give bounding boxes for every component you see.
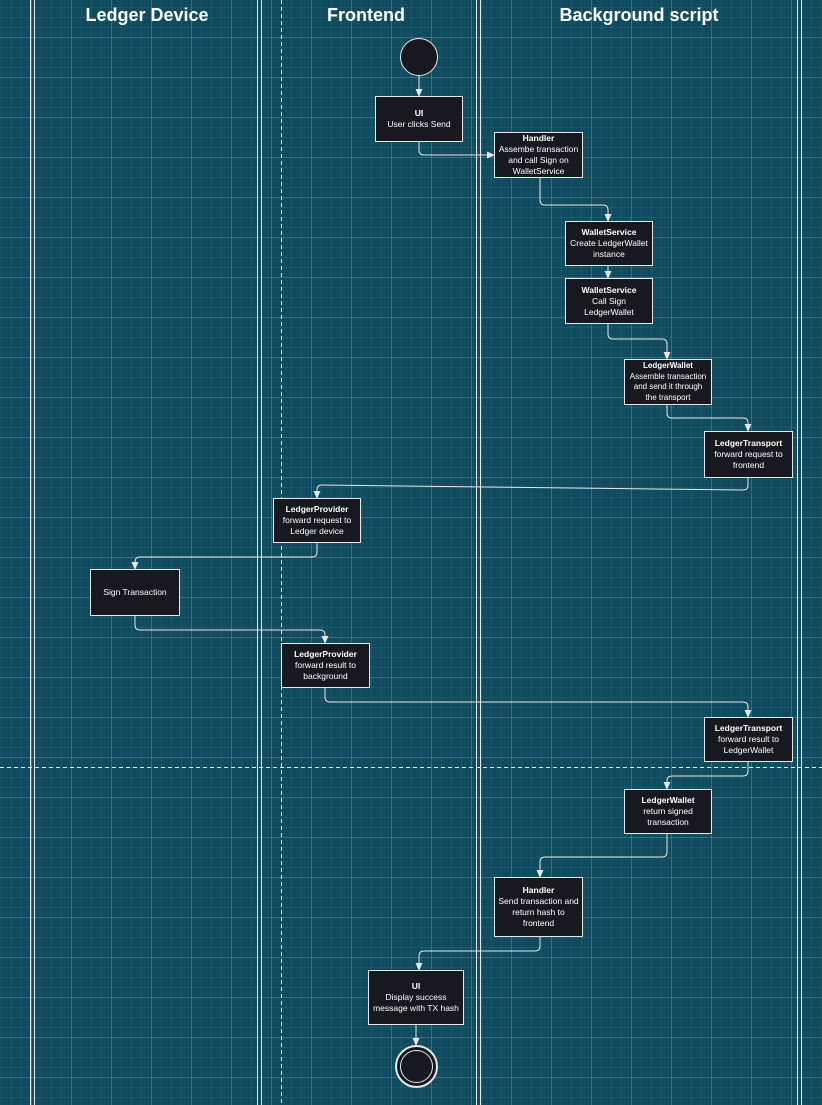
flow-sign-to-ledgerprovider [134, 616, 329, 644]
flow-handler-to-ui [415, 937, 541, 971]
node-body: Assemble transaction and send it through… [629, 371, 707, 402]
lane-title-ledger-device: Ledger Device [85, 5, 209, 25]
flow-handler-to-walletservice [539, 178, 612, 222]
lane-title-background-script: Background script [559, 5, 719, 25]
node-title: UI [411, 981, 421, 991]
node-body: forward result to background [295, 660, 356, 681]
node-body: Create LedgerWallet instance [570, 238, 648, 259]
node-body: Call Sign LedgerWallet [584, 295, 634, 317]
node-ui-user-clicks-send: UI User clicks Send [375, 96, 463, 142]
node-title: LedgerWallet [641, 795, 695, 805]
flow-walletservice-to-ledgerwallet [607, 324, 671, 360]
node-title: Handler [522, 133, 555, 143]
node-ledgerprovider-forward-request: LedgerProvider forward request to Ledger… [273, 498, 361, 543]
node-ledgertransport-forward-result: LedgerTransport forward result to Ledger… [704, 717, 793, 762]
flow-ui-to-handler [418, 142, 495, 159]
node-walletservice-create: WalletService Create LedgerWallet instan… [565, 221, 653, 266]
node-body: forward request to frontend [714, 449, 783, 470]
node-ledgerwallet-return-signed: LedgerWallet return signed transaction [624, 789, 712, 834]
flow-ledgerwallet-to-handler [536, 834, 668, 878]
node-ui-display-success: UI Display success message with TX hash [368, 970, 464, 1025]
node-title: LedgerTransport [714, 438, 783, 448]
node-title: UI [414, 108, 424, 118]
node-title: LedgerProvider [285, 504, 349, 514]
node-title: WalletService [581, 227, 637, 237]
node-handler-send-transaction: Handler Send transaction and return hash… [494, 877, 583, 937]
node-walletservice-call-sign: WalletService Call Sign LedgerWallet [565, 278, 653, 324]
lane-title-frontend: Frontend [327, 5, 405, 25]
node-body: Display success message with TX hash [373, 992, 459, 1013]
swimlane-borders [30, 0, 802, 1105]
node-sign-transaction: Sign Transaction [90, 569, 180, 616]
node-body: Sign Transaction [103, 587, 167, 597]
node-body: User clicks Send [387, 119, 451, 129]
node-body: Send transaction and return hash to fron… [498, 896, 579, 928]
node-title: LedgerWallet [643, 361, 693, 370]
node-handler-assemble: Handler Assembe transaction and call Sig… [494, 132, 583, 178]
flow-ledgertransport-to-ledgerwallet [663, 762, 749, 790]
flow-ledgerprovider-to-ledgertransport [324, 688, 752, 718]
node-body: Assembe transaction and call Sign on Wal… [498, 144, 579, 176]
node-title: WalletService [581, 284, 637, 295]
node-title: Handler [522, 885, 555, 895]
flow-ledgerprovider-to-sign [131, 543, 318, 570]
node-ledgerwallet-assemble: LedgerWallet Assemble transaction and se… [624, 359, 712, 405]
node-body: forward result to LedgerWallet [718, 734, 779, 755]
flow-ledgertransport-to-ledgerprovider [313, 478, 749, 499]
end-node-inner [400, 1050, 433, 1083]
end-node [395, 1045, 438, 1088]
node-body: return signed transaction [643, 806, 693, 827]
flow-ledgerwallet-to-ledgertransport [666, 405, 752, 432]
node-title: LedgerProvider [294, 649, 357, 659]
node-body: forward request to Ledger device [282, 515, 352, 536]
start-node [400, 38, 438, 76]
node-ledgertransport-forward-request: LedgerTransport forward request to front… [704, 431, 793, 478]
node-ledgerprovider-forward-result: LedgerProvider forward result to backgro… [281, 643, 370, 688]
node-title: LedgerTransport [714, 723, 783, 733]
